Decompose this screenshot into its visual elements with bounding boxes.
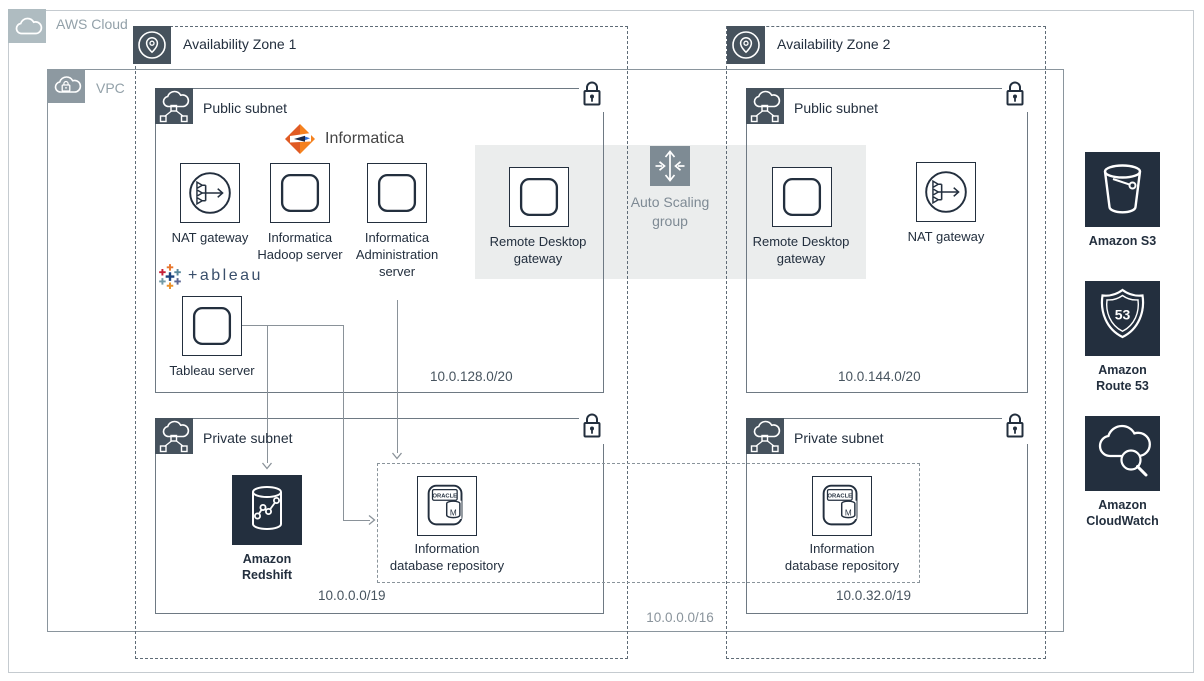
label-line: database repository	[784, 557, 900, 573]
connector-line	[343, 520, 370, 521]
informatica-hadoop-server-icon	[270, 163, 330, 223]
connector-line	[242, 325, 343, 326]
oracle-database-icon: ORACLE M	[812, 476, 872, 536]
availability-zone-1-label: Availability Zone 1	[183, 36, 297, 52]
amazon-s3-label: Amazon S3	[1088, 234, 1157, 248]
label-line: Information	[809, 541, 875, 556]
nat-gateway-icon	[916, 162, 976, 222]
remote-desktop-gateway-label: Remote Desktop gateway	[752, 234, 850, 266]
public-subnet-icon	[746, 88, 784, 124]
public-subnet-1-label: Public subnet	[203, 100, 288, 116]
aws-cloud-label: AWS Cloud	[56, 16, 128, 32]
amazon-cloudwatch-label: Amazon CloudWatch	[1086, 498, 1159, 529]
arrowhead-down-icon	[261, 462, 273, 470]
label-line: Information	[414, 541, 480, 556]
public-subnet-2-label: Public subnet	[794, 100, 879, 116]
amazon-cloudwatch-icon	[1085, 416, 1160, 491]
public-subnet-2-cidr: 10.0.144.0/20	[838, 369, 921, 384]
tableau-wordmark: +ableau	[188, 267, 263, 284]
informatica-administration-server-label: Informatica Administration server	[355, 230, 439, 279]
amazon-route53-icon: 53	[1085, 281, 1160, 356]
aws-cloud-border	[8, 10, 1194, 673]
public-subnet-icon	[155, 88, 193, 124]
lock-icon	[579, 408, 605, 444]
availability-zone-icon	[727, 26, 765, 64]
vpc-border	[47, 69, 1064, 632]
nat-gateway-label: NAT gateway	[171, 230, 249, 245]
auto-scaling-icon	[650, 146, 690, 186]
private-subnet-2-border	[746, 418, 1028, 614]
informatica-administration-server-icon	[367, 163, 427, 223]
svg-text:ORACLE: ORACLE	[828, 493, 853, 499]
private-subnet-1-label: Private subnet	[203, 430, 293, 446]
availability-zone-2-border	[726, 26, 1046, 659]
informatica-hadoop-server-label: Informatica Hadoop server	[257, 230, 343, 262]
connector-line	[343, 325, 344, 520]
aws-cloud-icon	[8, 9, 46, 43]
availability-zone-icon	[133, 26, 171, 64]
svg-text:ORACLE: ORACLE	[433, 493, 458, 499]
tableau-logo: +ableau	[157, 263, 263, 289]
remote-desktop-gateway-label: Remote Desktop gateway	[489, 234, 587, 266]
private-subnet-2-cidr: 10.0.32.0/19	[836, 588, 912, 603]
informatica-diamond-icon	[285, 124, 315, 154]
arrowhead-right-icon	[368, 514, 376, 526]
tableau-mark-icon	[159, 264, 181, 289]
private-subnet-1-cidr: 10.0.0.0/19	[318, 588, 386, 603]
tableau-server-label: Tableau server	[169, 363, 255, 378]
lock-icon	[579, 76, 605, 112]
amazon-redshift-label: Amazon Redshift	[242, 552, 292, 583]
nat-gateway-icon	[180, 163, 240, 223]
private-subnet-2-label: Private subnet	[794, 430, 884, 446]
vpc-cidr: 10.0.0.0/16	[646, 610, 714, 625]
vpc-label: VPC	[96, 80, 125, 96]
information-database-repository-label: Information database repository	[357, 541, 537, 575]
lock-icon	[1002, 76, 1028, 112]
private-subnet-icon	[155, 418, 193, 454]
tableau-server-icon	[182, 296, 242, 356]
public-subnet-1-border	[155, 88, 604, 393]
information-database-repository-label: Information database repository	[752, 541, 932, 575]
remote-desktop-gateway-icon	[772, 167, 832, 227]
lock-icon	[1002, 408, 1028, 444]
nat-gateway-label: NAT gateway	[907, 229, 985, 244]
amazon-route53-label: Amazon Route 53	[1096, 363, 1149, 394]
public-subnet-2-border	[746, 88, 1028, 393]
arrowhead-down-icon	[391, 452, 403, 460]
remote-desktop-gateway-icon	[509, 167, 569, 227]
public-subnet-1-cidr: 10.0.128.0/20	[430, 369, 513, 384]
database-repository-group	[377, 463, 920, 583]
svg-text:M: M	[450, 508, 457, 517]
oracle-database-icon: ORACLE M	[417, 476, 477, 536]
availability-zone-1-border	[135, 26, 628, 659]
auto-scaling-group-label: Auto Scaling group	[630, 194, 710, 229]
availability-zone-2-label: Availability Zone 2	[777, 36, 891, 52]
private-subnet-1-border	[155, 418, 604, 614]
connector-line	[267, 325, 268, 463]
vpc-icon	[47, 69, 85, 103]
informatica-wordmark: Informatica	[325, 130, 405, 147]
amazon-s3-icon	[1085, 152, 1160, 227]
svg-text:53: 53	[1115, 307, 1131, 323]
connector-line	[397, 300, 398, 453]
private-subnet-icon	[746, 418, 784, 454]
label-line: database repository	[389, 557, 505, 573]
informatica-logo: Informatica	[283, 122, 404, 156]
amazon-redshift-icon	[232, 475, 302, 545]
svg-text:M: M	[845, 508, 852, 517]
